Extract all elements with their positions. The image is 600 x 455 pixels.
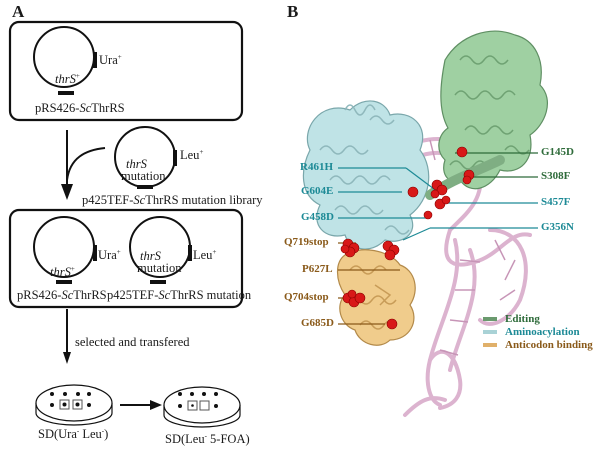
legend-swatch-aminoacylation xyxy=(483,330,497,334)
thrs-gene-block-2 xyxy=(56,280,72,284)
legend-label-aminoacylation: Aminoacylation xyxy=(505,326,580,338)
mutation-label-g604e: G604E xyxy=(301,185,334,197)
leu-marker-label-2: Leu+ xyxy=(193,248,217,263)
thrrs-trna-structure xyxy=(302,30,549,417)
mutation-label-s308f: S308F xyxy=(541,170,571,182)
plate-transfer-arrowhead xyxy=(150,400,162,410)
plasmid-box-2 xyxy=(8,208,244,309)
mutation-label-p627l: P627L xyxy=(302,263,333,275)
panel-a-schematic xyxy=(8,20,244,428)
thrs-mutation-line2: mutation xyxy=(121,169,166,183)
leu-marker-label-library: Leu+ xyxy=(180,148,204,163)
ura-marker-label-2: Ura+ xyxy=(98,248,121,263)
prs426-plasmid-name-2: pRS426-ScThrRS xyxy=(17,288,107,302)
mutation-label-s457f: S457F xyxy=(541,196,571,208)
mutation-spheres xyxy=(340,146,475,330)
thrs-mutation-gene-label-2: thrS xyxy=(140,249,161,263)
thrs-mutation-line2-2: mutation xyxy=(137,261,182,275)
mutation-label-g685d: G685D xyxy=(301,317,334,329)
mutation-label-g145d: G145D xyxy=(541,146,574,158)
plasmid-box-1 xyxy=(8,20,244,122)
prs426-plasmid-name: pRS426-ScThrRS xyxy=(35,101,125,115)
legend-item-anticodon-binding: Anticodon binding xyxy=(483,339,593,351)
panel-a-label: A xyxy=(12,2,25,21)
library-plasmid-name: p425TEF-ScThrRS mutation library xyxy=(82,193,263,207)
legend-item-editing: Editing xyxy=(483,313,540,325)
plate-1-label: SD(Ura- Leu-) xyxy=(38,427,109,442)
petri-plate-1 xyxy=(35,384,113,426)
legend-label-anticodon-binding: Anticodon binding xyxy=(505,339,593,351)
merge-curve xyxy=(66,147,106,181)
p425tef-plasmid-name: p425TEF-ScThrRS mutation xyxy=(107,288,252,302)
thrs-gene-label: thrS+ xyxy=(55,72,80,87)
petri-plate-2 xyxy=(163,386,241,428)
legend-label-editing: Editing xyxy=(505,313,540,325)
ura-marker-block xyxy=(93,52,97,68)
mutation-label-g458d: G458D xyxy=(301,211,334,223)
panel-b-label: B xyxy=(287,2,299,21)
legend-swatch-editing xyxy=(483,317,497,321)
thrs-mutation-block-2 xyxy=(150,280,166,284)
aminoacylation-domain xyxy=(302,100,430,250)
mutation-label-g356n: G356N xyxy=(541,221,574,233)
mutation-label-q719stop: Q719stop xyxy=(284,236,329,248)
thrs-mutation-block-library xyxy=(137,185,153,189)
flow-arrowhead-2 xyxy=(63,352,71,364)
mutation-label-r461h: R461H xyxy=(300,161,333,173)
ura-marker-label: Ura+ xyxy=(99,53,122,68)
leu-marker-block-2 xyxy=(188,245,192,261)
plate-2-label: SD(Leu- 5-FOA) xyxy=(165,432,250,447)
thrs-gene-block xyxy=(58,91,74,95)
ura-marker-block-2 xyxy=(93,245,97,261)
mutation-label-q704stop: Q704stop xyxy=(284,291,329,303)
leu-marker-block-library xyxy=(173,150,177,166)
thrs-gene-label-2: thrS+ xyxy=(50,265,75,280)
step-label: selected and transfered xyxy=(75,335,190,349)
flow-arrowhead-1 xyxy=(61,184,73,200)
legend-swatch-anticodon-binding xyxy=(483,343,497,347)
legend-item-aminoacylation: Aminoacylation xyxy=(483,326,580,338)
thrs-mutation-gene-label: thrS xyxy=(126,157,147,171)
